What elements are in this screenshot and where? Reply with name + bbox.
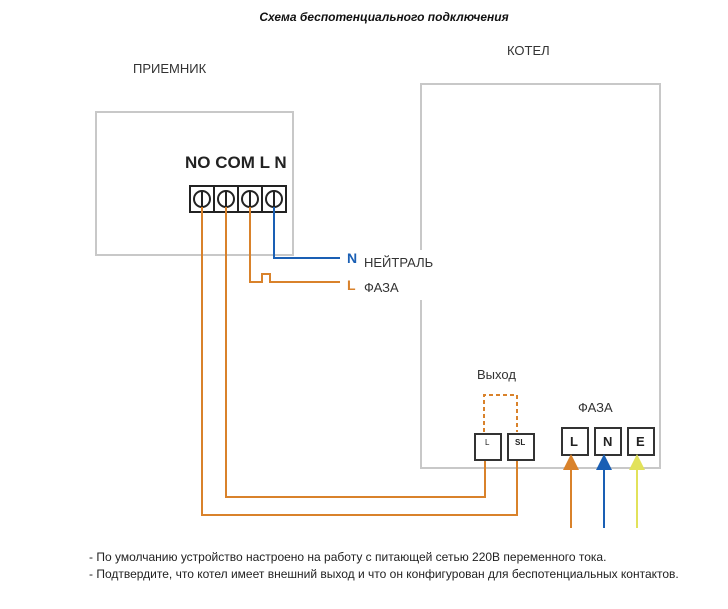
power-label: ФАЗА (578, 400, 613, 415)
receiver-terminal-block (189, 185, 287, 213)
boiler-label: КОТЕЛ (507, 43, 550, 58)
note-voltage: - По умолчанию устройство настроено на р… (89, 550, 607, 564)
output-terminal-l-label: L (485, 438, 490, 447)
com-wire (225, 207, 486, 498)
power-terminal-n-label: N (603, 434, 612, 449)
output-terminal-sl-label: SL (515, 438, 525, 447)
output-terminal-l (474, 433, 502, 461)
receiver-label: ПРИЕМНИК (133, 61, 207, 76)
receiver-terminal-labels: NO COM L N (185, 153, 287, 172)
boiler-box (420, 83, 661, 469)
note-boiler-output: - Подтвердите, что котел имеет внешний в… (89, 567, 679, 581)
neutral-letter: N (347, 250, 357, 266)
phase-wire (249, 207, 340, 283)
power-terminal-l-label: L (570, 434, 578, 449)
diagram-title: Схема беспотенциального подключения (259, 10, 509, 24)
phase-letter: L (347, 277, 356, 293)
output-terminal-sl (507, 433, 535, 461)
output-label: Выход (477, 367, 516, 382)
phase-label: ФАЗА (364, 280, 399, 295)
power-terminal-n (594, 427, 622, 456)
receiver-box (95, 111, 294, 256)
no-wire (201, 207, 518, 516)
power-terminal-e-label: E (636, 434, 645, 449)
neutral-label: НЕЙТРАЛЬ (364, 255, 433, 270)
neutral-wire (273, 207, 340, 259)
output-bridge (483, 394, 518, 432)
notes: - По умолчанию устройство настроено на р… (89, 549, 689, 583)
